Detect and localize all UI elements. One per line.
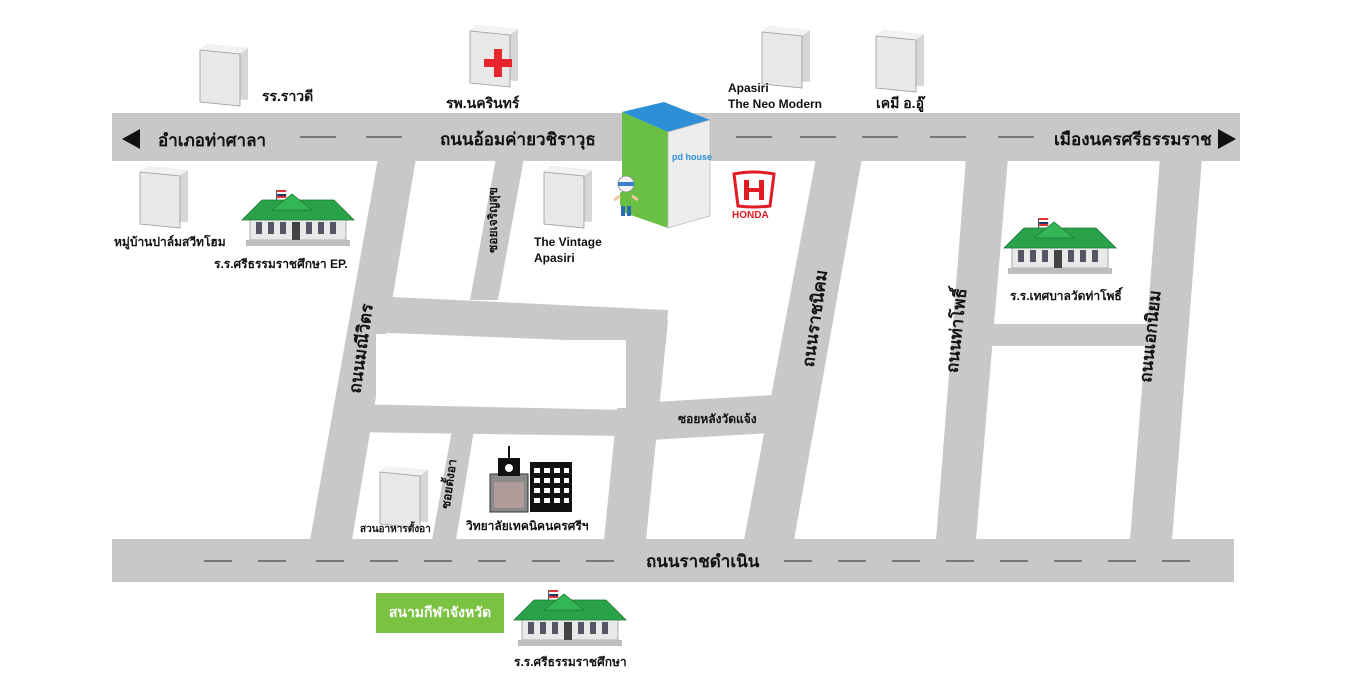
building-icon [761,25,811,89]
label-school-tha-pho: ร.ร.เทศบาลวัดท่าโพธิ์ [1010,289,1122,303]
mascot-icon [613,175,639,216]
road-thanon-tha-pho [936,158,1008,540]
label-school-main: ร.ร.ศรีธรรมราชศึกษา [514,655,627,669]
roads [112,113,1240,582]
arrow-left-icon [122,129,140,149]
label-tech-college: วิทยาลัยเทคนิคนครศรีฯ [466,519,589,533]
honda-logo: HONDA [732,170,776,221]
building-icon [379,465,429,529]
label-right-direction: เมืองนครศรีธรรมราช [1054,130,1212,149]
road-tha-pho-cross [968,324,1178,346]
label-kemi: เคมี อ.อู๊ [876,95,924,111]
label-restaurant: สวนอาหารตั้งอา [360,524,431,535]
lane-dashes [204,136,1190,562]
label-left-direction: อำเภอท่าศาลา [158,131,267,150]
label-apasiri-neo-2: The Neo Modern [728,97,823,111]
label-bottom-main-road: ถนนราชดำเนิน [646,552,760,571]
road-bottom-main [112,539,1234,582]
stadium-badge: สนามกีฬาจังหวัด [376,593,504,633]
road-soi-charoensuk [470,158,524,300]
label-vintage-1: The Vintage [534,235,602,249]
road-block-horizontal-2 [346,404,626,436]
road-soi-wat-chaeng [650,394,790,440]
road-thanon-mani [310,158,416,540]
building-icon [875,29,925,93]
building-icon [139,165,189,229]
honda-text: HONDA [732,210,769,221]
school-icon [1003,217,1117,275]
school-icon [241,189,355,247]
label-top-main-road: ถนนอ้อมค่ายวชิราวุธ [440,130,596,149]
school-icon [513,589,627,647]
label-apasiri-neo-1: Apasiri [728,81,769,95]
college-icon [489,446,572,513]
label-soi-charoensuk: ซอยเจริญสุข [485,187,500,253]
label-hospital: รพ.นครินทร์ [446,95,520,111]
label-ror-rawadi: รร.ราวดี [262,88,314,104]
tower-icon: pd house [622,102,712,229]
building-icon [543,165,593,229]
road-thanon-ratchaniyom [744,158,862,540]
pd-logo: pd house [672,152,712,162]
road-block-horizontal-1 [364,296,668,344]
road-soi-tang-a [432,430,474,540]
label-school-ep: ร.ร.ศรีธรรมราชศึกษา EP. [214,257,348,271]
road-right-of-college [604,320,668,540]
building-icon [199,43,249,107]
arrow-right-icon [1218,129,1236,149]
label-soi-wat-chaeng: ซอยหลังวัดแจ้ง [678,412,757,426]
hospital-icon [469,24,519,88]
label-village: หมู่บ้านปาล์มสวีทโฮม [114,235,226,249]
label-vintage-2: Apasiri [534,251,575,265]
road-thanon-ek [1130,158,1202,540]
